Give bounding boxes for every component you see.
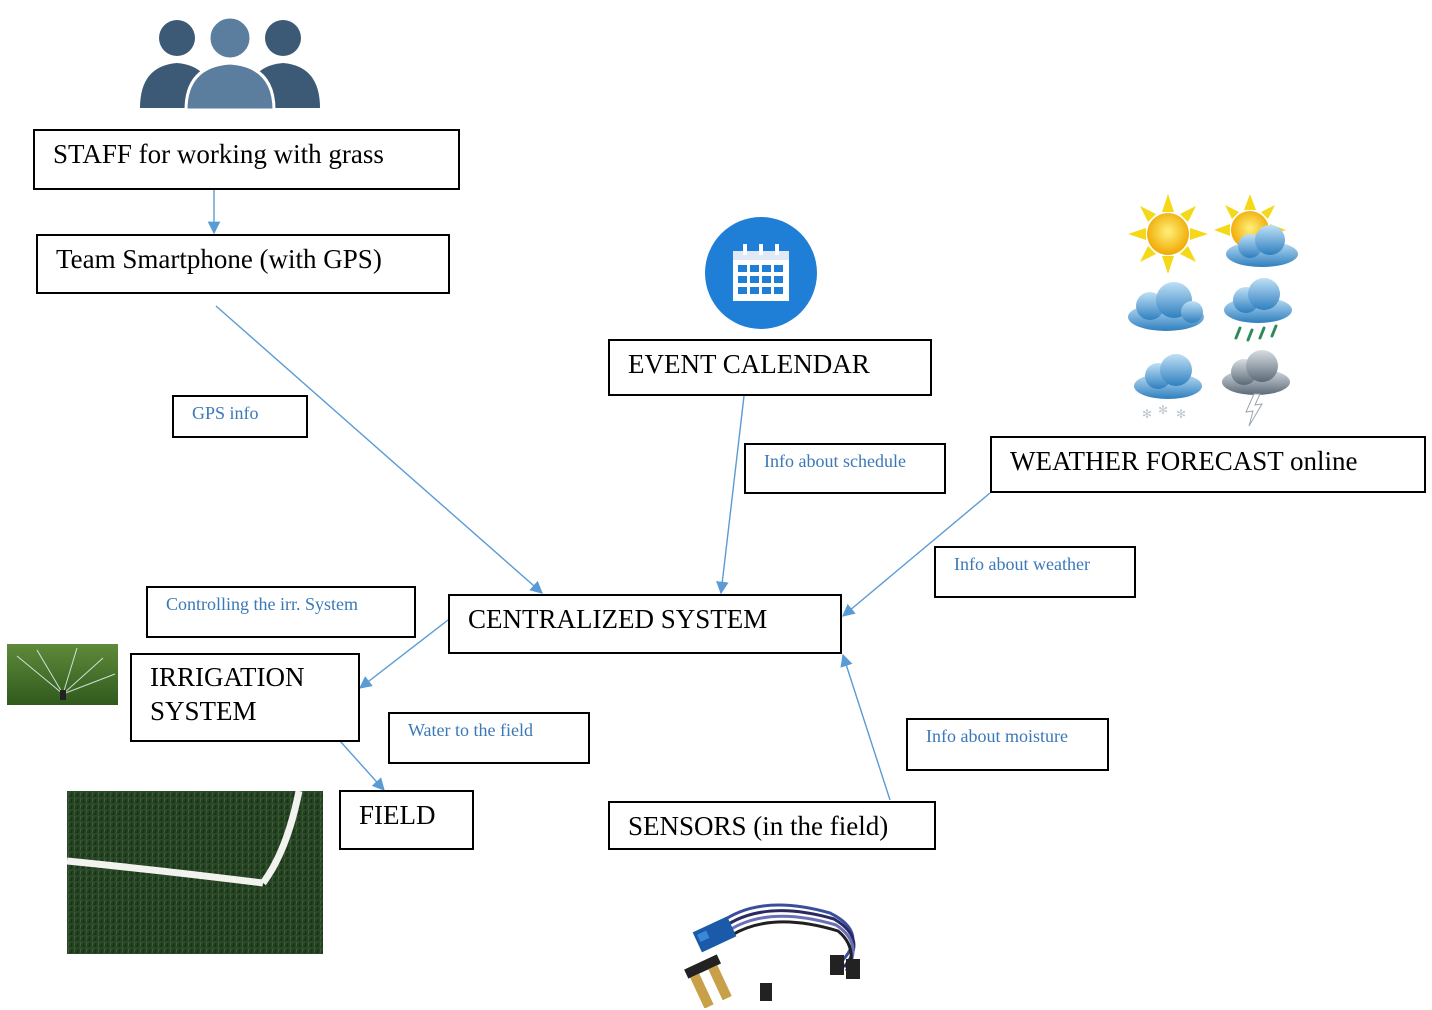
irrigation-label-line1: IRRIGATION <box>150 662 305 692</box>
irrigation-system-box: IRRIGATION SYSTEM <box>130 653 360 742</box>
arrow-central-to-irrigation <box>359 619 449 689</box>
water-field-label: Water to the field <box>408 720 533 740</box>
smartphone-box: Team Smartphone (with GPS) <box>36 234 450 294</box>
moisture-info-label-box: Info about moisture <box>906 718 1109 771</box>
sensor-photo <box>684 903 860 1008</box>
svg-text:✻: ✻ <box>1176 407 1186 421</box>
weather-info-label: Info about weather <box>954 554 1090 574</box>
arrow-sensors-to-central <box>840 653 891 801</box>
event-calendar-label: EVENT CALENDAR <box>628 349 870 379</box>
gps-info-label-box: GPS info <box>172 395 308 438</box>
event-calendar-box: EVENT CALENDAR <box>608 339 932 396</box>
field-label: FIELD <box>359 800 436 830</box>
weather-forecast-label: WEATHER FORECAST online <box>1010 446 1358 476</box>
water-field-label-box: Water to the field <box>388 712 590 764</box>
sensors-label: SENSORS (in the field) <box>628 811 889 841</box>
moisture-info-label: Info about moisture <box>926 726 1068 746</box>
schedule-info-label: Info about schedule <box>764 451 906 471</box>
centralized-system-label: CENTRALIZED SYSTEM <box>468 604 768 634</box>
arrow-smartphone-to-central <box>215 305 543 594</box>
weather-forecast-box: WEATHER FORECAST online <box>990 436 1426 493</box>
control-irrigation-label-box: Controlling the irr. System <box>146 586 416 638</box>
centralized-system-box: CENTRALIZED SYSTEM <box>448 594 842 654</box>
sensors-box: SENSORS (in the field) <box>608 801 936 850</box>
staff-box: STAFF for working with grass <box>33 129 460 190</box>
schedule-info-label-box: Info about schedule <box>744 443 946 494</box>
arrow-weather-to-central <box>842 492 991 617</box>
svg-text:✻: ✻ <box>1142 407 1152 421</box>
control-irrigation-label: Controlling the irr. System <box>166 594 358 614</box>
weather-info-label-box: Info about weather <box>934 546 1136 598</box>
smartphone-label: Team Smartphone (with GPS) <box>56 244 382 274</box>
calendar-icon <box>705 217 817 329</box>
arrow-irrigation-to-field <box>339 740 385 791</box>
irrigation-label-line2: SYSTEM <box>150 695 257 726</box>
people-icon <box>140 15 320 112</box>
field-box: FIELD <box>339 790 474 850</box>
weather-icons: ✻ ✻ ✻ <box>1128 194 1298 427</box>
field-photo <box>67 791 323 954</box>
sprinkler-photo <box>7 644 118 705</box>
arrow-calendar-to-central <box>716 395 745 595</box>
gps-info-label: GPS info <box>192 403 259 423</box>
staff-label: STAFF for working with grass <box>53 139 384 169</box>
svg-text:✻: ✻ <box>1158 403 1168 417</box>
